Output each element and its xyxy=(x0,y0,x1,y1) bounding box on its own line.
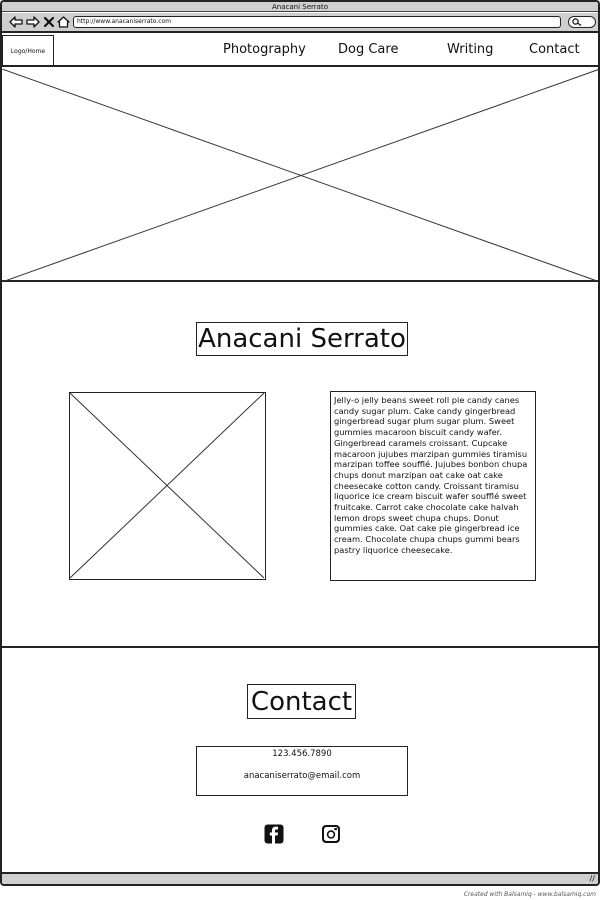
window-statusbar: // xyxy=(2,872,598,884)
nav-link-contact[interactable]: Contact xyxy=(529,42,580,57)
resize-grip-icon[interactable]: // xyxy=(589,874,595,883)
nav-link-photography[interactable]: Photography xyxy=(223,42,306,57)
nav-link-writing[interactable]: Writing xyxy=(447,42,494,57)
url-input[interactable]: http://www.anacaniserrato.com xyxy=(73,16,561,28)
contact-section: Contact 123.456.7890 anacaniserrato@emai… xyxy=(2,650,598,872)
home-icon[interactable] xyxy=(55,14,71,30)
site-header: Logo/Home Photography Dog Care Writing C… xyxy=(2,35,598,67)
logo-home-link[interactable]: Logo/Home xyxy=(2,35,54,67)
window-title: Anacani Serrato xyxy=(2,2,598,12)
contact-title: Contact xyxy=(247,684,356,719)
nav-link-dog-care[interactable]: Dog Care xyxy=(338,42,399,57)
balsamiq-credit: Created with Balsamiq - www.balsamiq.com xyxy=(463,891,596,898)
search-icon xyxy=(572,18,582,26)
contact-phone: 123.456.7890 xyxy=(272,749,332,759)
facebook-icon[interactable] xyxy=(264,824,284,844)
contact-info-box: 123.456.7890 anacaniserrato@email.com xyxy=(196,746,408,796)
about-text: Jelly-o jelly beans sweet roll pie candy… xyxy=(330,391,536,581)
about-section: Anacani Serrato Jelly-o jelly beans swee… xyxy=(2,284,598,648)
browser-toolbar: http://www.anacaniserrato.com xyxy=(2,13,598,33)
about-image-placeholder xyxy=(69,392,266,580)
contact-email[interactable]: anacaniserrato@email.com xyxy=(243,771,361,781)
hero-image-placeholder xyxy=(2,68,598,283)
about-title: Anacani Serrato xyxy=(196,322,408,356)
search-field[interactable] xyxy=(568,16,596,28)
instagram-icon[interactable] xyxy=(321,824,341,844)
arrow-right-icon[interactable] xyxy=(25,14,41,30)
arrow-left-icon[interactable] xyxy=(8,14,24,30)
close-icon[interactable] xyxy=(41,14,57,30)
